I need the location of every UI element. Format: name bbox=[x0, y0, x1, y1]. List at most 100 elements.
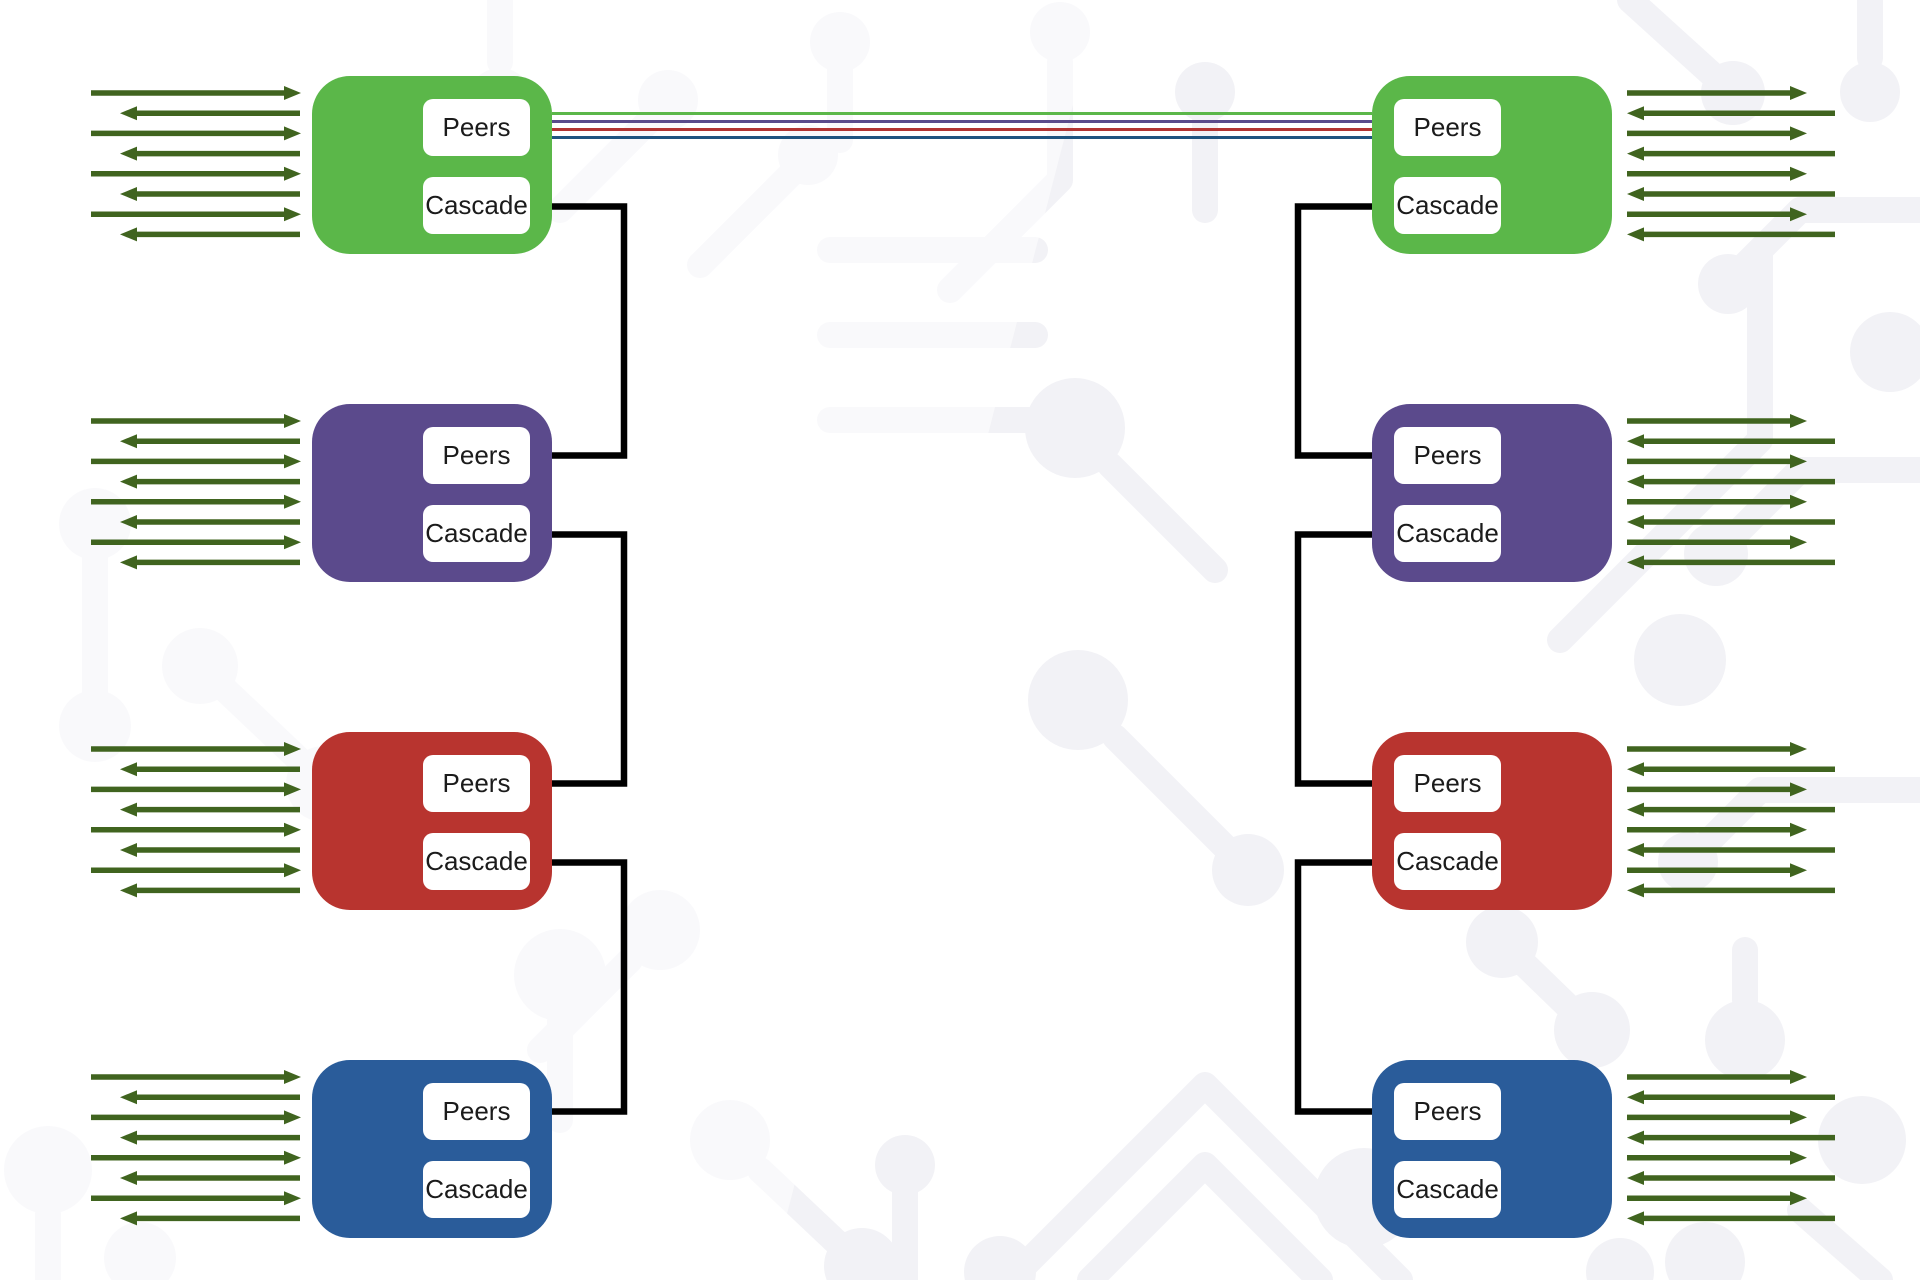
arrow-head-right bbox=[284, 454, 301, 469]
arrow-head-right bbox=[1790, 1070, 1807, 1084]
arrow-head-right bbox=[284, 166, 301, 181]
cascade-links bbox=[552, 203, 1372, 1115]
cascade-link-0 bbox=[552, 203, 628, 459]
arrow-head-right bbox=[284, 535, 301, 550]
arrow-head-left bbox=[1627, 555, 1644, 570]
arrow-head-right bbox=[1790, 1110, 1807, 1125]
arrow-head-left bbox=[1627, 1171, 1644, 1185]
arrow-bank-right-4 bbox=[1627, 1070, 1835, 1226]
arrow-bank-right-3 bbox=[1627, 742, 1835, 898]
cascade-link-3 bbox=[1294, 203, 1372, 459]
arrow-head-right bbox=[284, 494, 301, 509]
arrow-bank-right-2 bbox=[1627, 414, 1835, 570]
arrow-head-left bbox=[1627, 1090, 1644, 1105]
arrow-head-left bbox=[1627, 227, 1644, 242]
arrow-head-right bbox=[284, 126, 301, 141]
arrow-head-left bbox=[1627, 106, 1644, 121]
arrow-head-right bbox=[284, 822, 301, 837]
arrow-head-right bbox=[1790, 535, 1807, 550]
arrow-head-right bbox=[284, 1110, 301, 1125]
arrow-head-left bbox=[120, 762, 137, 777]
arrow-head-left bbox=[1627, 187, 1644, 201]
peers-port-label: Peers bbox=[1394, 427, 1501, 484]
arrow-head-left bbox=[1627, 883, 1644, 898]
arrow-head-left bbox=[1627, 843, 1644, 857]
arrow-head-left bbox=[120, 146, 137, 161]
arrow-head-right bbox=[1790, 782, 1807, 797]
arrow-bank-left-4 bbox=[91, 1070, 301, 1226]
arrow-head-left bbox=[120, 474, 137, 489]
arrow-head-left bbox=[1627, 434, 1644, 449]
arrow-head-right bbox=[284, 414, 301, 428]
arrow-head-left bbox=[1627, 515, 1644, 529]
cascade-port-label: Cascade bbox=[423, 1161, 530, 1218]
cascade-port-label: Cascade bbox=[1394, 1161, 1501, 1218]
arrow-head-right bbox=[1790, 414, 1807, 428]
arrow-head-left bbox=[120, 555, 137, 570]
arrow-head-left bbox=[120, 1211, 137, 1226]
cascade-port-label: Cascade bbox=[1394, 505, 1501, 562]
arrow-head-right bbox=[1790, 207, 1807, 222]
cascade-port-label: Cascade bbox=[1394, 177, 1501, 234]
arrow-head-left bbox=[1627, 474, 1644, 489]
arrow-head-left bbox=[120, 1090, 137, 1105]
peer-links bbox=[552, 112, 1372, 139]
cascade-port-label: Cascade bbox=[423, 833, 530, 890]
arrow-head-left bbox=[120, 883, 137, 898]
arrow-head-right bbox=[1790, 166, 1807, 181]
cascade-port-label: Cascade bbox=[423, 177, 530, 234]
arrows-layer bbox=[91, 86, 1835, 1226]
arrow-head-left bbox=[120, 106, 137, 121]
peers-port-label: Peers bbox=[1394, 1083, 1501, 1140]
arrow-bank-left-1 bbox=[91, 86, 301, 242]
arrow-head-left bbox=[120, 515, 137, 529]
arrow-head-right bbox=[1790, 742, 1807, 756]
arrow-head-right bbox=[284, 86, 301, 100]
arrow-bank-right-1 bbox=[1627, 86, 1835, 242]
arrow-head-right bbox=[1790, 494, 1807, 509]
arrow-head-left bbox=[1627, 802, 1644, 817]
arrow-head-left bbox=[120, 187, 137, 201]
arrow-head-right bbox=[284, 1150, 301, 1165]
cascade-link-1 bbox=[552, 531, 628, 787]
arrow-head-right bbox=[284, 742, 301, 756]
arrow-head-right bbox=[284, 1191, 301, 1206]
peers-port-label: Peers bbox=[1394, 755, 1501, 812]
cascade-port-label: Cascade bbox=[1394, 833, 1501, 890]
arrow-head-left bbox=[120, 1171, 137, 1185]
arrow-head-right bbox=[1790, 126, 1807, 141]
peers-port-label: Peers bbox=[1394, 99, 1501, 156]
arrow-head-right bbox=[284, 863, 301, 878]
arrow-head-left bbox=[120, 843, 137, 857]
cascade-port-label: Cascade bbox=[423, 505, 530, 562]
arrow-bank-left-2 bbox=[91, 414, 301, 570]
arrow-head-right bbox=[284, 782, 301, 797]
arrow-bank-left-3 bbox=[91, 742, 301, 898]
peers-port-label: Peers bbox=[423, 755, 530, 812]
arrow-head-left bbox=[1627, 1130, 1644, 1145]
cascade-link-2 bbox=[552, 859, 628, 1115]
arrow-head-right bbox=[284, 207, 301, 222]
arrow-head-right bbox=[1790, 822, 1807, 837]
arrow-head-right bbox=[1790, 1191, 1807, 1206]
peers-port-label: Peers bbox=[423, 99, 530, 156]
arrow-head-left bbox=[1627, 146, 1644, 161]
arrow-head-left bbox=[1627, 762, 1644, 777]
arrow-head-left bbox=[120, 1130, 137, 1145]
arrow-head-left bbox=[120, 434, 137, 449]
arrow-head-left bbox=[120, 802, 137, 817]
peers-port-label: Peers bbox=[423, 427, 530, 484]
peers-port-label: Peers bbox=[423, 1083, 530, 1140]
light-wedge-overlay bbox=[0, 0, 1100, 1280]
arrow-head-right bbox=[1790, 86, 1807, 100]
cascade-link-5 bbox=[1294, 859, 1372, 1115]
